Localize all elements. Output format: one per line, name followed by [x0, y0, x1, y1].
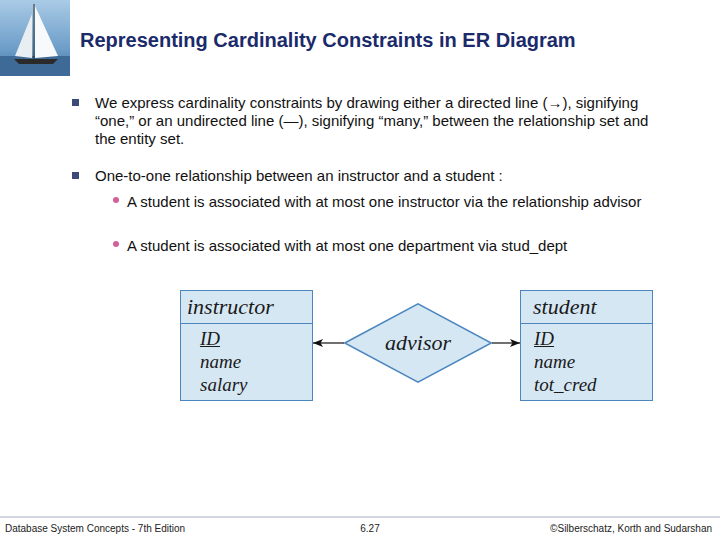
attribute-name: name	[200, 350, 308, 373]
sub-bullet-text: A student is associated with at most one…	[127, 236, 673, 255]
footer-rule	[0, 517, 720, 518]
main-sail	[35, 6, 58, 58]
entity-name: student	[521, 291, 652, 324]
entity-box: instructorIDnamesalary	[180, 290, 313, 401]
entity-box: studentIDnametot_cred	[520, 290, 653, 401]
slide-title: Representing Cardinality Constraints in …	[80, 29, 576, 52]
mast	[34, 4, 35, 61]
attribute-name: tot_cred	[534, 373, 648, 396]
bullet-text: One-to-one relationship between an instr…	[95, 167, 673, 185]
hull	[14, 59, 58, 64]
footer-text: ©Silberschatz, Korth and Sudarshan	[440, 523, 712, 535]
attribute-name: salary	[200, 373, 308, 396]
diamond-outline	[345, 304, 492, 383]
relationship-name: advisor	[385, 330, 451, 356]
sailboat-picture	[0, 0, 70, 76]
key-attribute: ID	[200, 327, 308, 350]
key-attribute: ID	[534, 327, 648, 350]
bullet-dot	[113, 197, 119, 203]
footer-text: Database System Concepts - 7th Edition	[5, 523, 305, 535]
bullet-square	[72, 99, 79, 106]
cardinality-line	[492, 342, 520, 343]
sub-bullet-text: A student is associated with at most one…	[127, 192, 673, 211]
footer-text: 6.27	[345, 523, 395, 535]
bullet-dot	[113, 241, 119, 247]
entity-name: instructor	[181, 291, 312, 324]
relationship-diamond: advisor	[344, 303, 492, 383]
sea	[0, 56, 70, 76]
attribute-name: name	[534, 350, 648, 373]
bullet-text: We express cardinality constraints by dr…	[95, 94, 673, 148]
sky-sea	[0, 0, 70, 76]
cardinality-line	[313, 342, 344, 343]
jib-sail	[15, 14, 32, 58]
bullet-square	[72, 172, 79, 179]
